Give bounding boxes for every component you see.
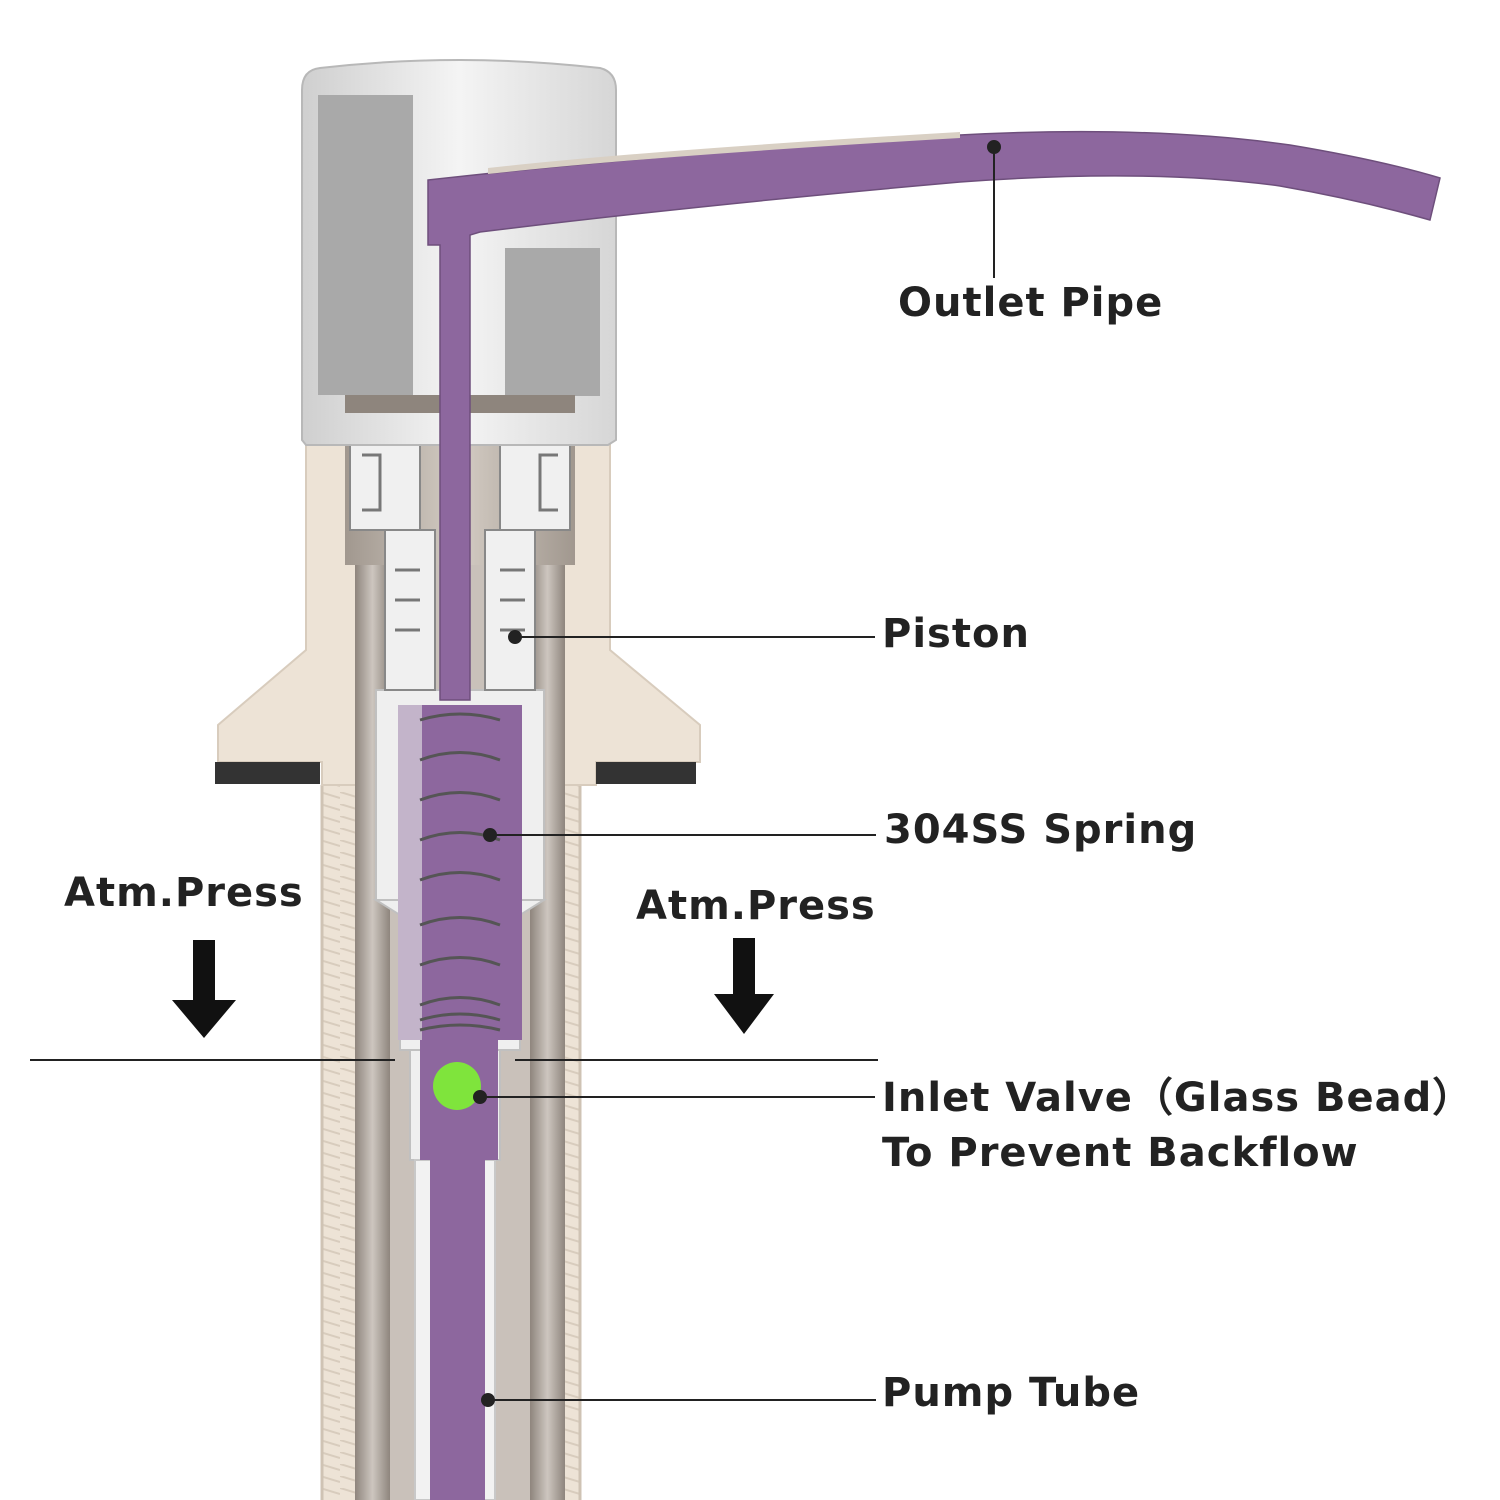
spring-304ss [419,712,501,1032]
arrow-down-icon-left [172,940,236,1038]
label-prevent-backflow: To Prevent Backflow [882,1130,1359,1176]
label-atm-press-left: Atm.Press [64,870,304,916]
label-outlet-pipe: Outlet Pipe [898,280,1164,326]
glass-bead [433,1062,481,1110]
label-inlet-valve: Inlet Valve（Glass Bead） [882,1075,1474,1121]
gasket-left [215,762,320,784]
pipe-sleeve [488,132,960,174]
label-atm-press-right: Atm.Press [636,883,876,929]
label-piston: Piston [882,611,1030,657]
gasket-right [596,762,696,784]
label-pump-tube: Pump Tube [882,1370,1141,1416]
leader-lines [473,140,1001,1407]
arrow-down-icon-right [714,938,774,1034]
label-spring: 304SS Spring [884,807,1198,853]
